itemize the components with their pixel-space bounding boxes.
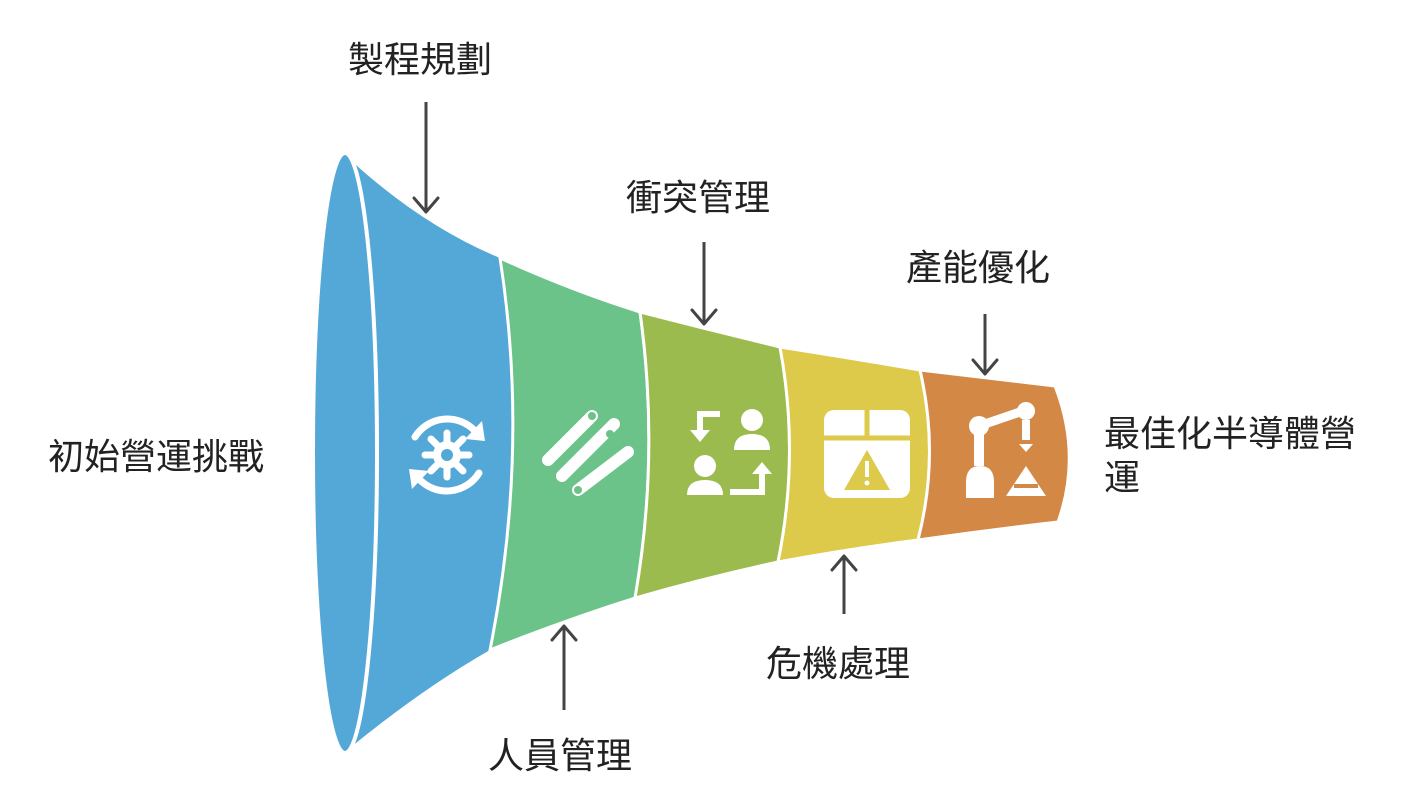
label-optimized-operations: 最佳化半導體營 運	[1104, 414, 1367, 499]
arrow-down-process-planning	[412, 102, 440, 214]
robot-arm-icon	[966, 402, 1046, 498]
arrow-down-conflict-management	[690, 242, 718, 326]
arrow-down-capacity-optimization	[971, 314, 999, 376]
slanted-bars-icon	[542, 410, 634, 496]
label-optimized-operations-line2: 運	[1104, 458, 1140, 499]
label-process-planning: 製程規劃	[348, 40, 492, 81]
label-optimized-operations-line1: 最佳化半導體營	[1104, 414, 1356, 455]
label-crisis-handling: 危機處理	[766, 644, 910, 685]
label-capacity-optimization: 產能優化	[906, 248, 1050, 289]
label-conflict-management: 衝突管理	[626, 178, 770, 219]
funnel-segment-staff-management	[487, 255, 651, 653]
label-staff-management: 人員管理	[488, 736, 632, 777]
box-warning-icon	[824, 410, 910, 498]
funnel-mouth	[311, 151, 379, 755]
funnel-segment-conflict-management	[633, 309, 792, 601]
gear-refresh-icon	[409, 415, 485, 495]
arrow-up-staff-management	[550, 624, 578, 710]
funnel-segment-capacity-optimization	[915, 368, 1071, 542]
people-swap-icon	[687, 409, 772, 495]
arrow-up-crisis-handling	[830, 554, 858, 614]
label-initial-challenges: 初始營運挑戰	[48, 437, 264, 478]
funnel-segment-process-planning	[311, 151, 513, 755]
